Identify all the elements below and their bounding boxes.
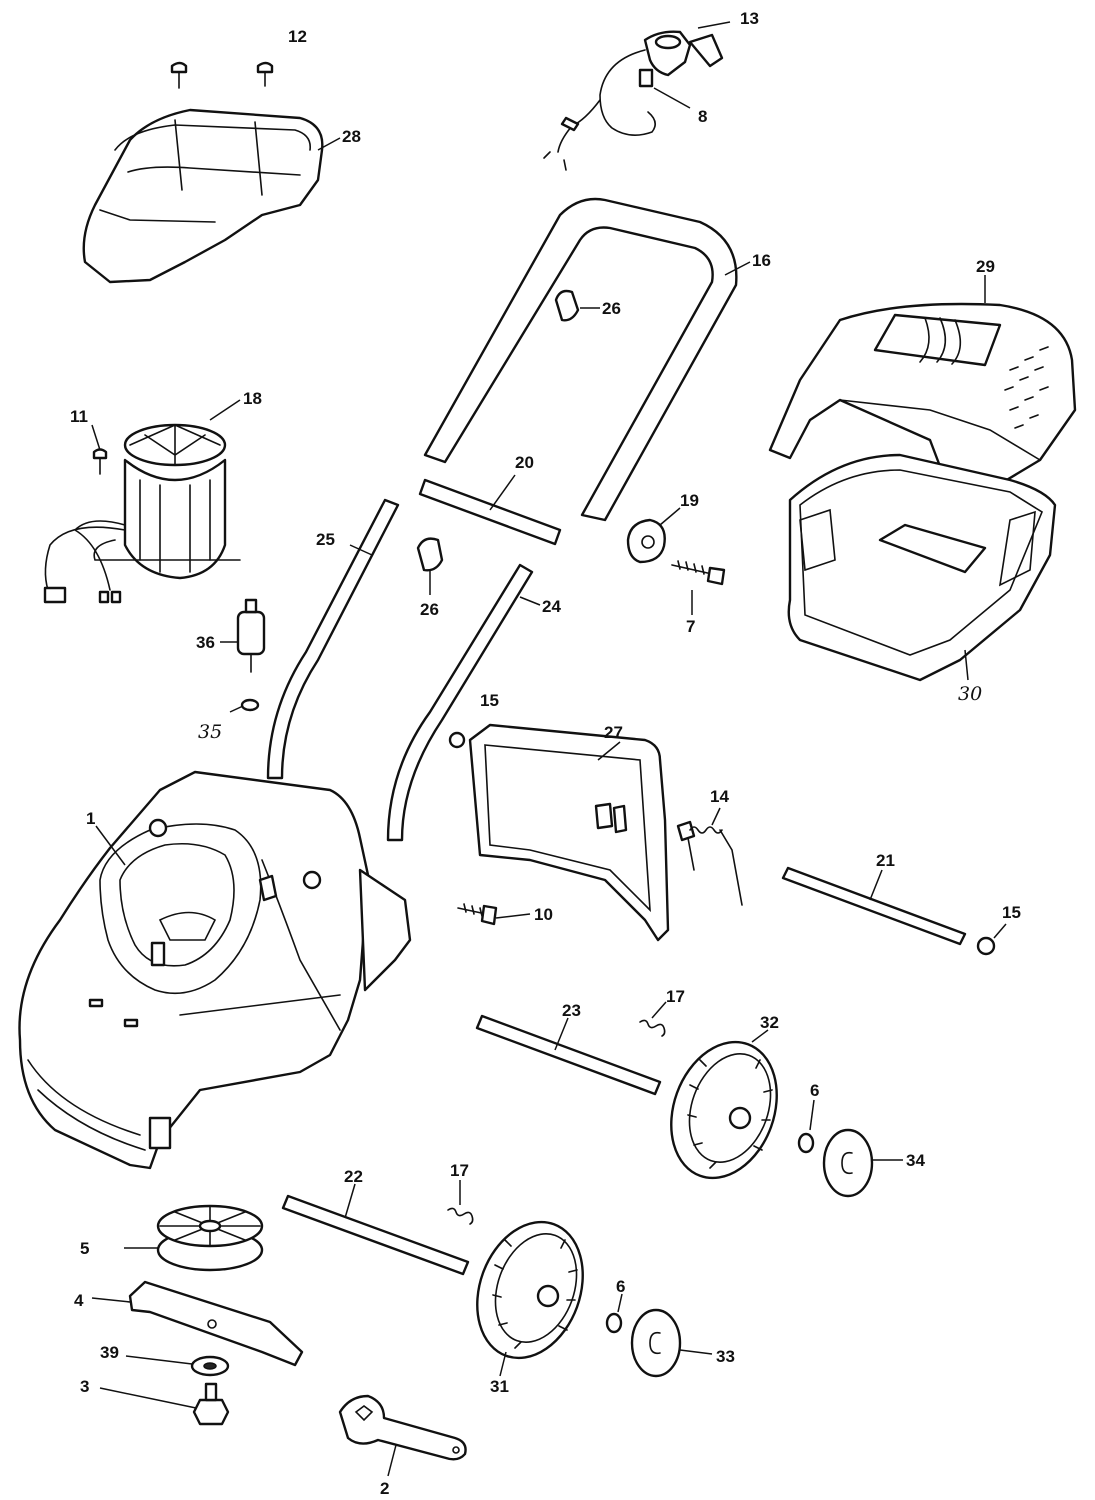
part-14-spring-assembly (676, 807, 743, 906)
part-26-lower-clip (416, 537, 444, 595)
part-6-washer-upper (797, 1099, 815, 1154)
label-14: 14 (710, 787, 729, 806)
part-26-upper-clip (554, 289, 600, 322)
label-21: 21 (876, 851, 895, 870)
part-13-switch-assembly (543, 21, 731, 171)
label-28: 28 (342, 127, 361, 146)
label-39: 39 (100, 1343, 119, 1362)
label-13: 13 (740, 9, 759, 28)
label-22: 22 (344, 1167, 363, 1186)
label-26-upper: 26 (602, 299, 621, 318)
part-17-spring-lower (447, 1180, 474, 1225)
part-2-spanner (338, 1394, 467, 1477)
part-36-capacitor (220, 598, 266, 673)
label-7: 7 (686, 617, 695, 636)
label-5: 5 (80, 1239, 89, 1258)
label-31: 31 (490, 1377, 509, 1396)
label-4: 4 (74, 1291, 84, 1310)
part-34-hubcap (822, 1128, 903, 1198)
label-11: 11 (70, 407, 88, 426)
label-34: 34 (906, 1151, 925, 1170)
part-27-rear-flap (468, 723, 670, 942)
part-39-washer (125, 1355, 230, 1377)
part-23-axle (475, 1014, 662, 1096)
part-31-wheel (476, 1220, 584, 1377)
label-3: 3 (80, 1377, 89, 1396)
label-2: 2 (380, 1479, 389, 1498)
label-19: 19 (680, 491, 699, 510)
part-16-upper-handle (423, 197, 751, 522)
part-20-tube (418, 474, 562, 546)
label-25: 25 (316, 530, 335, 549)
label-20: 20 (515, 453, 534, 472)
part-10-screw (457, 903, 531, 926)
part-4-blade (91, 1280, 304, 1367)
part-22-axle (281, 1183, 470, 1276)
label-15-upper: 15 (480, 691, 499, 710)
part-21-rod (781, 866, 967, 946)
part-19-knob (626, 507, 681, 564)
label-33: 33 (716, 1347, 735, 1366)
label-27: 27 (604, 723, 623, 742)
label-15-right: 15 (1002, 903, 1021, 922)
part-18-motor (43, 399, 241, 604)
part-3-bolt (99, 1382, 230, 1426)
part-29-grassbox-lid (768, 275, 1077, 500)
part-1-mower-deck (18, 770, 412, 1170)
part-28-motor-cover (82, 108, 341, 284)
label-35: 35 (198, 721, 222, 743)
label-24: 24 (542, 597, 561, 616)
label-8: 8 (698, 107, 707, 126)
label-29: 29 (976, 257, 995, 276)
label-18: 18 (243, 389, 262, 408)
label-16: 16 (752, 251, 771, 270)
part-11-screw (91, 424, 108, 475)
part-7-bolt (671, 560, 726, 615)
part-30-grassbox (787, 453, 1057, 682)
label-36: 36 (196, 633, 215, 652)
label-26-lower: 26 (420, 600, 439, 619)
label-23: 23 (562, 1001, 581, 1020)
part-15-nut-right (976, 923, 1007, 956)
label-12: 12 (288, 27, 307, 46)
label-17-lower: 17 (450, 1161, 469, 1180)
part-12-screws (170, 61, 274, 89)
label-32: 32 (760, 1013, 779, 1032)
part-17-spring-upper (639, 1001, 667, 1037)
label-1: 1 (86, 809, 95, 828)
part-35-washer (229, 698, 260, 713)
part-33-hubcap (630, 1308, 713, 1378)
part-15-nut-upper (448, 731, 466, 749)
part-6-washer-lower (605, 1293, 623, 1334)
part-32-wheel (670, 1029, 778, 1180)
label-6-lower: 6 (616, 1277, 625, 1296)
part-5-fan (124, 1204, 264, 1272)
part-24-lower-handle (386, 563, 541, 842)
part-25-lower-handle (266, 498, 400, 780)
label-17-upper: 17 (666, 987, 685, 1006)
label-6-upper: 6 (810, 1081, 819, 1100)
label-10: 10 (534, 905, 553, 924)
label-30: 30 (958, 683, 982, 705)
